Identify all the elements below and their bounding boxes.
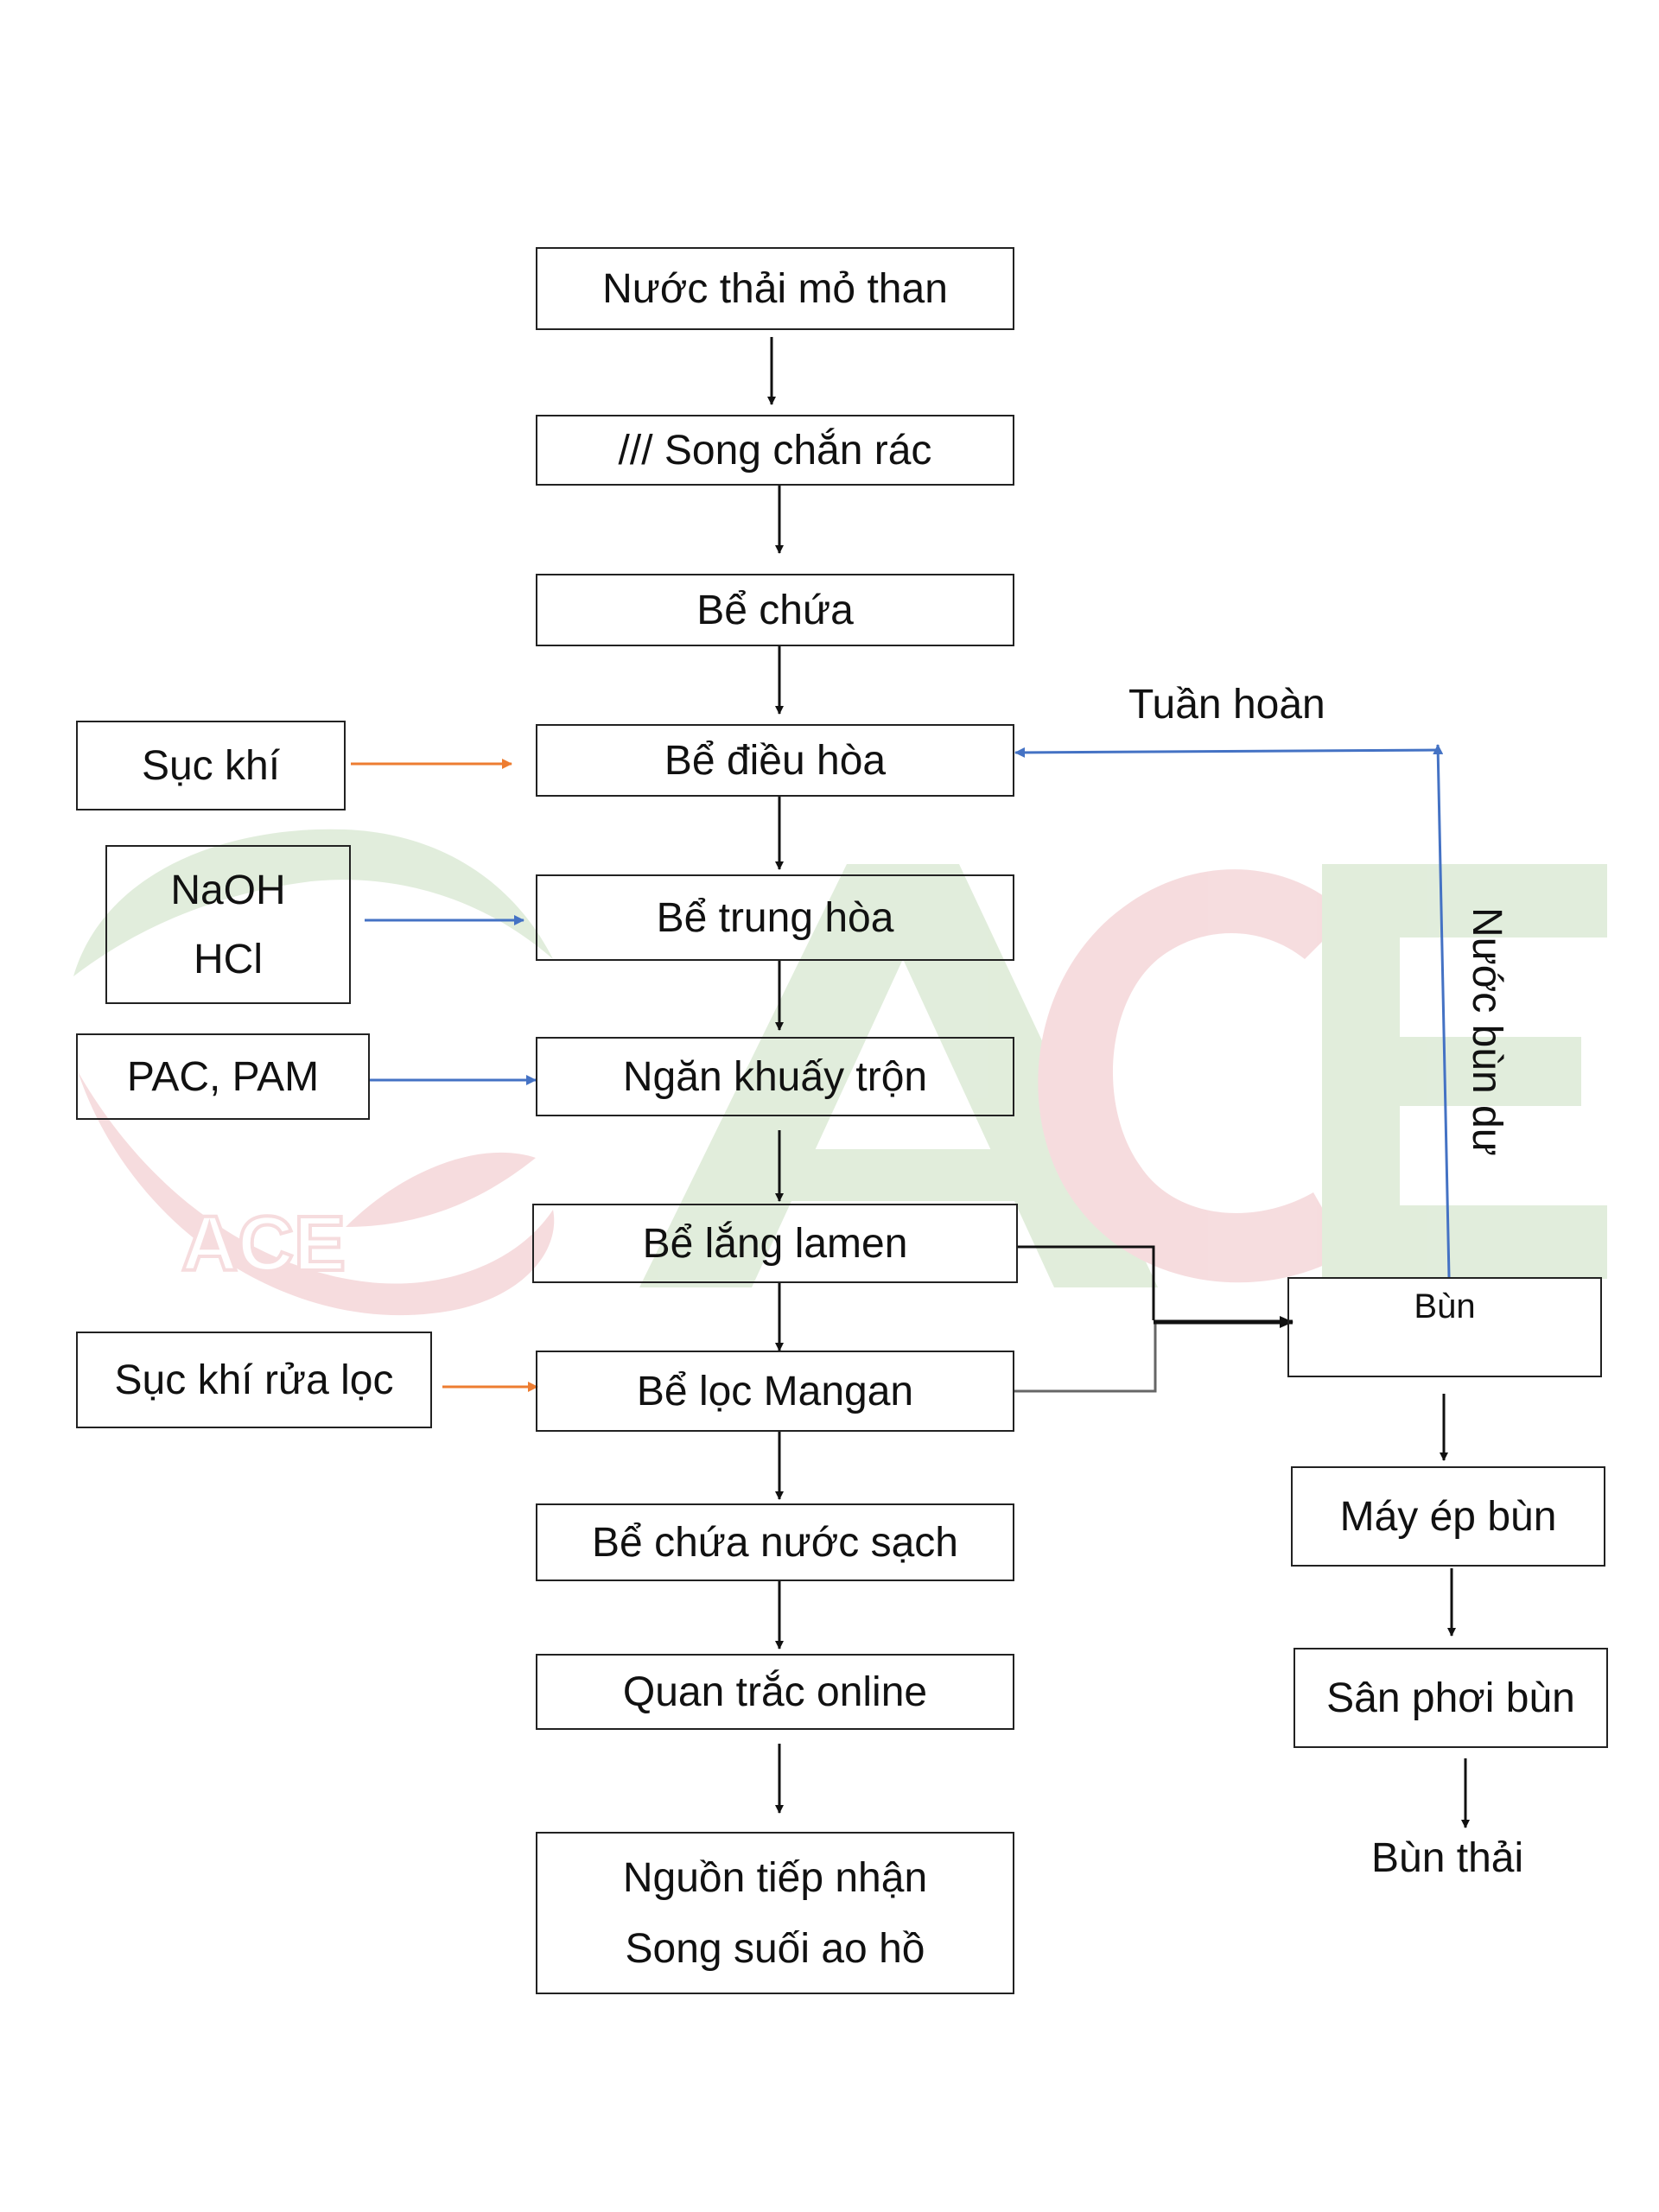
watermark-swirl-red [78, 1071, 555, 1316]
box-naoh-label: NaOH [170, 867, 286, 913]
box-bar-screen-label: /// Song chắn rác [618, 427, 932, 474]
box-drying-bed-label: Sân phơi bùn [1326, 1675, 1575, 1721]
box-holding-tank: Bể chứa [536, 574, 1014, 646]
box-manganese-filter-label: Bể lọc Mangan [636, 1368, 914, 1414]
box-aeration: Sục khí [76, 721, 346, 810]
box-equalization-tank-label: Bể điều hòa [664, 737, 887, 784]
box-receiving-source-line1: Nguồn tiếp nhận [622, 1854, 928, 1901]
box-sludge: Bùn [1287, 1277, 1602, 1377]
box-neutralization-tank-label: Bể trung hòa [656, 894, 894, 941]
box-clean-water-tank: Bể chứa nước sạch [536, 1503, 1014, 1581]
box-mixing-chamber: Ngăn khuấy trộn [536, 1037, 1014, 1116]
box-filter-press-label: Máy ép bùn [1339, 1493, 1557, 1540]
line-mangan-to-bun [1013, 1320, 1157, 1393]
box-holding-tank-label: Bể chứa [696, 587, 854, 633]
box-bar-screen: /// Song chắn rác [536, 415, 1014, 486]
box-raw-wastewater: Nước thải mỏ than [536, 247, 1014, 330]
box-online-monitoring: Quan trắc online [536, 1654, 1014, 1730]
box-lamella-settler: Bể lắng lamen [532, 1204, 1018, 1283]
watermark-logo-text: ACE [181, 1201, 346, 1287]
line-excess-water [1433, 744, 1451, 1278]
watermark-swirl-green [73, 829, 553, 976]
watermark-letter-c [1038, 869, 1348, 1283]
arrow-recycle [1014, 747, 1440, 758]
box-naoh-hcl: NaOH HCl [105, 845, 351, 1004]
box-receiving-source: Nguồn tiếp nhận Song suối ao hồ [536, 1832, 1014, 1994]
label-recycle: Tuần hoàn [1128, 682, 1325, 728]
watermark-letter-e [1322, 864, 1607, 1279]
box-sludge-label: Bùn [1414, 1287, 1476, 1325]
box-backwash-aeration: Sục khí rửa lọc [76, 1332, 432, 1428]
box-manganese-filter: Bể lọc Mangan [536, 1351, 1014, 1432]
watermark-letter-a-bar [756, 1149, 1050, 1201]
box-mixing-chamber-label: Ngăn khuấy trộn [622, 1053, 928, 1100]
line-lamen-to-bun [1017, 1245, 1155, 1320]
box-drying-bed: Sân phơi bùn [1294, 1648, 1608, 1748]
box-filter-press: Máy ép bùn [1291, 1466, 1605, 1567]
box-pac-pam: PAC, PAM [76, 1033, 370, 1120]
box-neutralization-tank: Bể trung hòa [536, 874, 1014, 961]
box-aeration-label: Sục khí [141, 742, 281, 789]
label-waste-sludge: Bùn thải [1371, 1835, 1524, 1881]
box-equalization-tank: Bể điều hòa [536, 724, 1014, 797]
label-excess-sludge-water: Nước bùn dư [1464, 907, 1510, 1156]
box-online-monitoring-label: Quan trắc online [622, 1669, 928, 1715]
box-lamella-settler-label: Bể lắng lamen [642, 1220, 908, 1267]
box-hcl-label: HCl [194, 936, 263, 982]
box-backwash-aeration-label: Sục khí rửa lọc [114, 1357, 394, 1403]
box-receiving-source-line2: Song suối ao hồ [625, 1925, 925, 1972]
box-raw-wastewater-label: Nước thải mỏ than [602, 265, 948, 312]
box-pac-pam-label: PAC, PAM [126, 1053, 320, 1100]
box-clean-water-tank-label: Bể chứa nước sạch [592, 1519, 958, 1566]
watermark-leaf [346, 1152, 536, 1227]
